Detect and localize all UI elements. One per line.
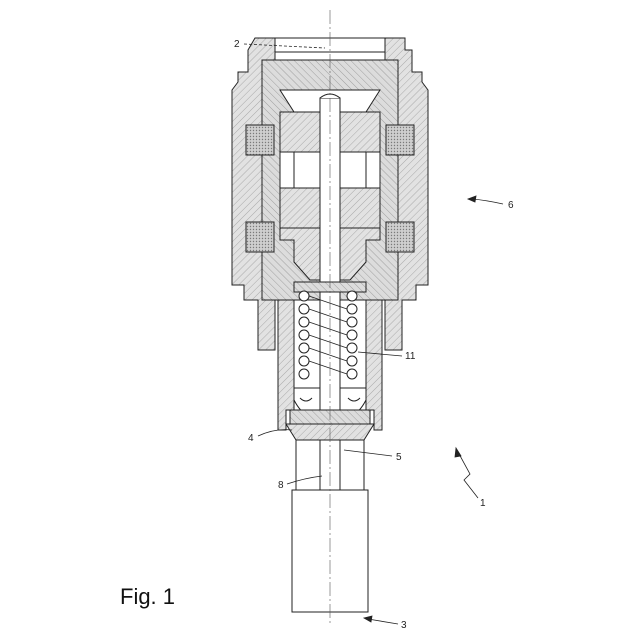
ref-label-3: 3 — [401, 620, 407, 631]
ref-label-5: 5 — [396, 452, 402, 463]
ref-label-8: 8 — [278, 480, 284, 491]
ref-label-1: 1 — [480, 498, 486, 509]
ref-label-4: 4 — [248, 433, 254, 444]
ref-label-2: 2 — [234, 39, 240, 50]
ref-label-6: 6 — [508, 200, 514, 211]
figure-caption: Fig. 1 — [120, 584, 175, 609]
ref-label-11: 11 — [405, 351, 416, 362]
